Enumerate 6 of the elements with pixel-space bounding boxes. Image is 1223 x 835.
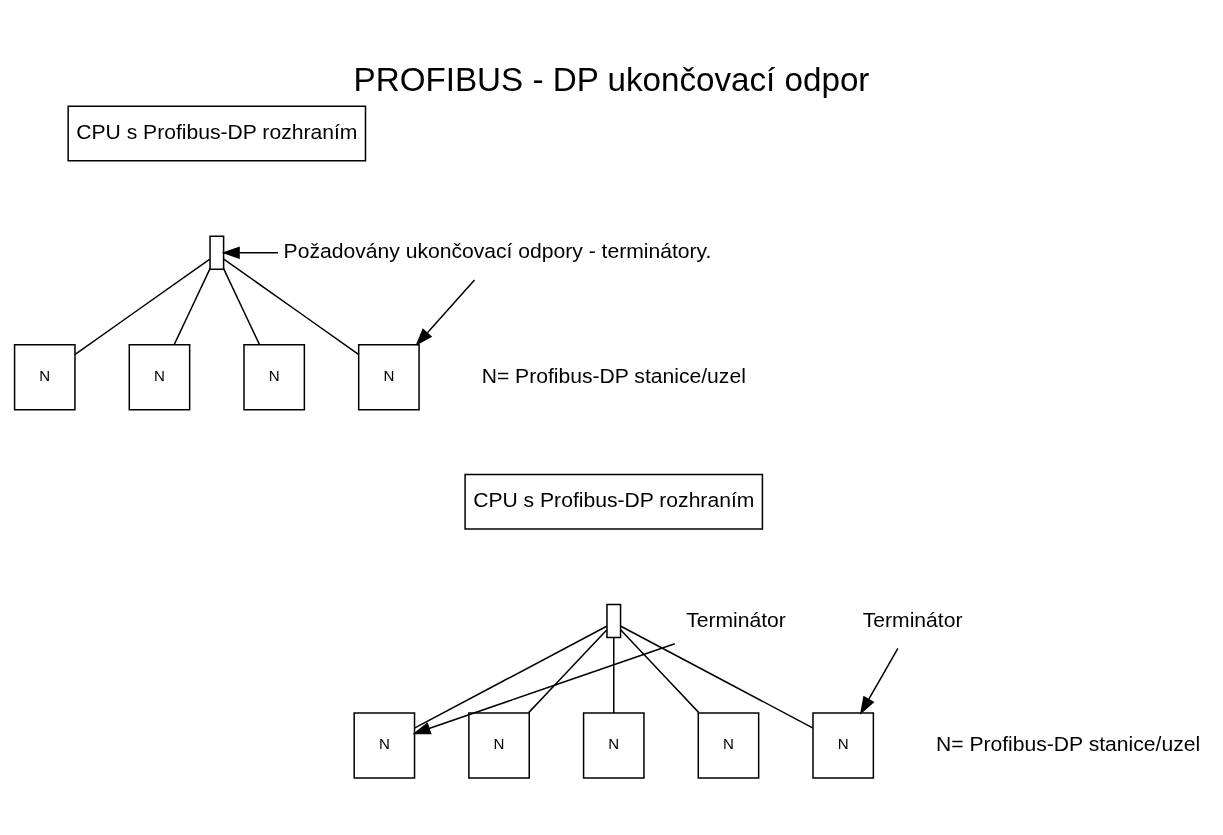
diagram-title: PROFIBUS - DP ukončovací odpor bbox=[353, 60, 870, 98]
node-text: Požadovány ukončovací odpory - terminátory. bbox=[283, 238, 712, 262]
label: N= Profibus-DP stanice/uzel bbox=[481, 363, 746, 387]
node-text: Terminátor bbox=[686, 607, 786, 631]
node-text: Terminátor bbox=[862, 607, 963, 631]
label: N= Profibus-DP stanice/uzel bbox=[935, 731, 1201, 755]
